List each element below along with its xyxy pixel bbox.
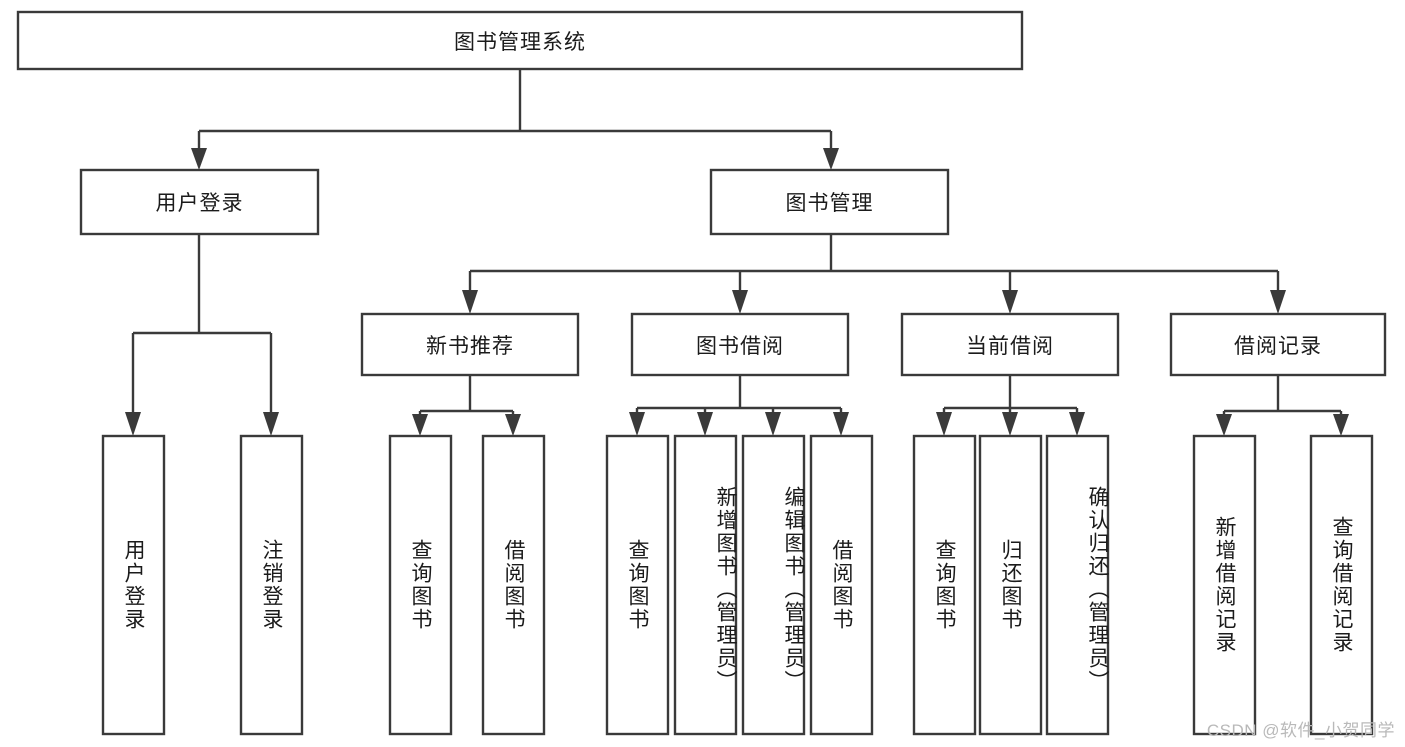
- arrow-head-leaf-rec-add: [1216, 414, 1232, 436]
- arrow-head-book-manage: [823, 148, 839, 170]
- leaf-rec-query2-box[interactable]: [1309, 434, 1374, 736]
- leaf-borrow-edit-box[interactable]: [741, 434, 806, 736]
- leaf-cur-query-box[interactable]: [912, 434, 977, 736]
- arrow-head-leaf-rec-query: [412, 414, 428, 436]
- arrow-head-leaf-borrow-edit: [765, 412, 781, 436]
- arrow-head-leaf-borrow-query: [629, 412, 645, 436]
- node-root-box[interactable]: [16, 10, 1024, 71]
- connector-root-to-level1: [191, 69, 839, 170]
- leaf-rec-borrow-box[interactable]: [481, 434, 546, 736]
- arrow-head-leaf-logout: [263, 412, 279, 436]
- leaf-rec-query-box[interactable]: [388, 434, 453, 736]
- connector-current-borrow-children: [936, 375, 1085, 436]
- arrow-head-leaf-cur-query: [936, 412, 952, 436]
- arrow-head-user-login: [191, 148, 207, 170]
- node-current-borrow-box[interactable]: [900, 312, 1120, 377]
- leaf-borrow-add-box[interactable]: [673, 434, 738, 736]
- arrow-head-leaf-borrow-borrow: [833, 412, 849, 436]
- connector-new-book-rec-children: [412, 375, 521, 436]
- arrow-head-leaf-cur-confirm: [1069, 412, 1085, 436]
- leaf-rec-add-box[interactable]: [1192, 434, 1257, 736]
- arrow-head-new-book-rec: [462, 290, 478, 314]
- node-book-manage-box[interactable]: [709, 168, 950, 236]
- arrow-head-book-borrow: [732, 290, 748, 314]
- connector-borrow-record-children: [1216, 375, 1349, 436]
- arrow-head-current-borrow: [1002, 290, 1018, 314]
- arrow-head-leaf-rec-borrow: [505, 414, 521, 436]
- node-user-login-box[interactable]: [79, 168, 320, 236]
- connector-book-borrow-children: [629, 375, 849, 436]
- leaf-borrow-query-box[interactable]: [605, 434, 670, 736]
- arrow-head-leaf-borrow-add: [697, 412, 713, 436]
- leaf-borrow-borrow-box[interactable]: [809, 434, 874, 736]
- leaf-cur-return-box[interactable]: [978, 434, 1043, 736]
- node-new-book-rec-box[interactable]: [360, 312, 580, 377]
- arrow-head-leaf-rec-query2: [1333, 414, 1349, 436]
- node-book-borrow-box[interactable]: [630, 312, 850, 377]
- leaf-user-login-box[interactable]: [101, 434, 166, 736]
- leaf-cur-confirm-box[interactable]: [1045, 434, 1110, 736]
- leaf-logout-box[interactable]: [239, 434, 304, 736]
- connector-user-login-children: [125, 234, 279, 436]
- arrow-head-leaf-cur-return: [1002, 412, 1018, 436]
- arrow-head-leaf-user-login: [125, 412, 141, 436]
- connector-book-manage-children: [462, 234, 1286, 314]
- node-borrow-record-box[interactable]: [1169, 312, 1387, 377]
- arrow-head-borrow-record: [1270, 290, 1286, 314]
